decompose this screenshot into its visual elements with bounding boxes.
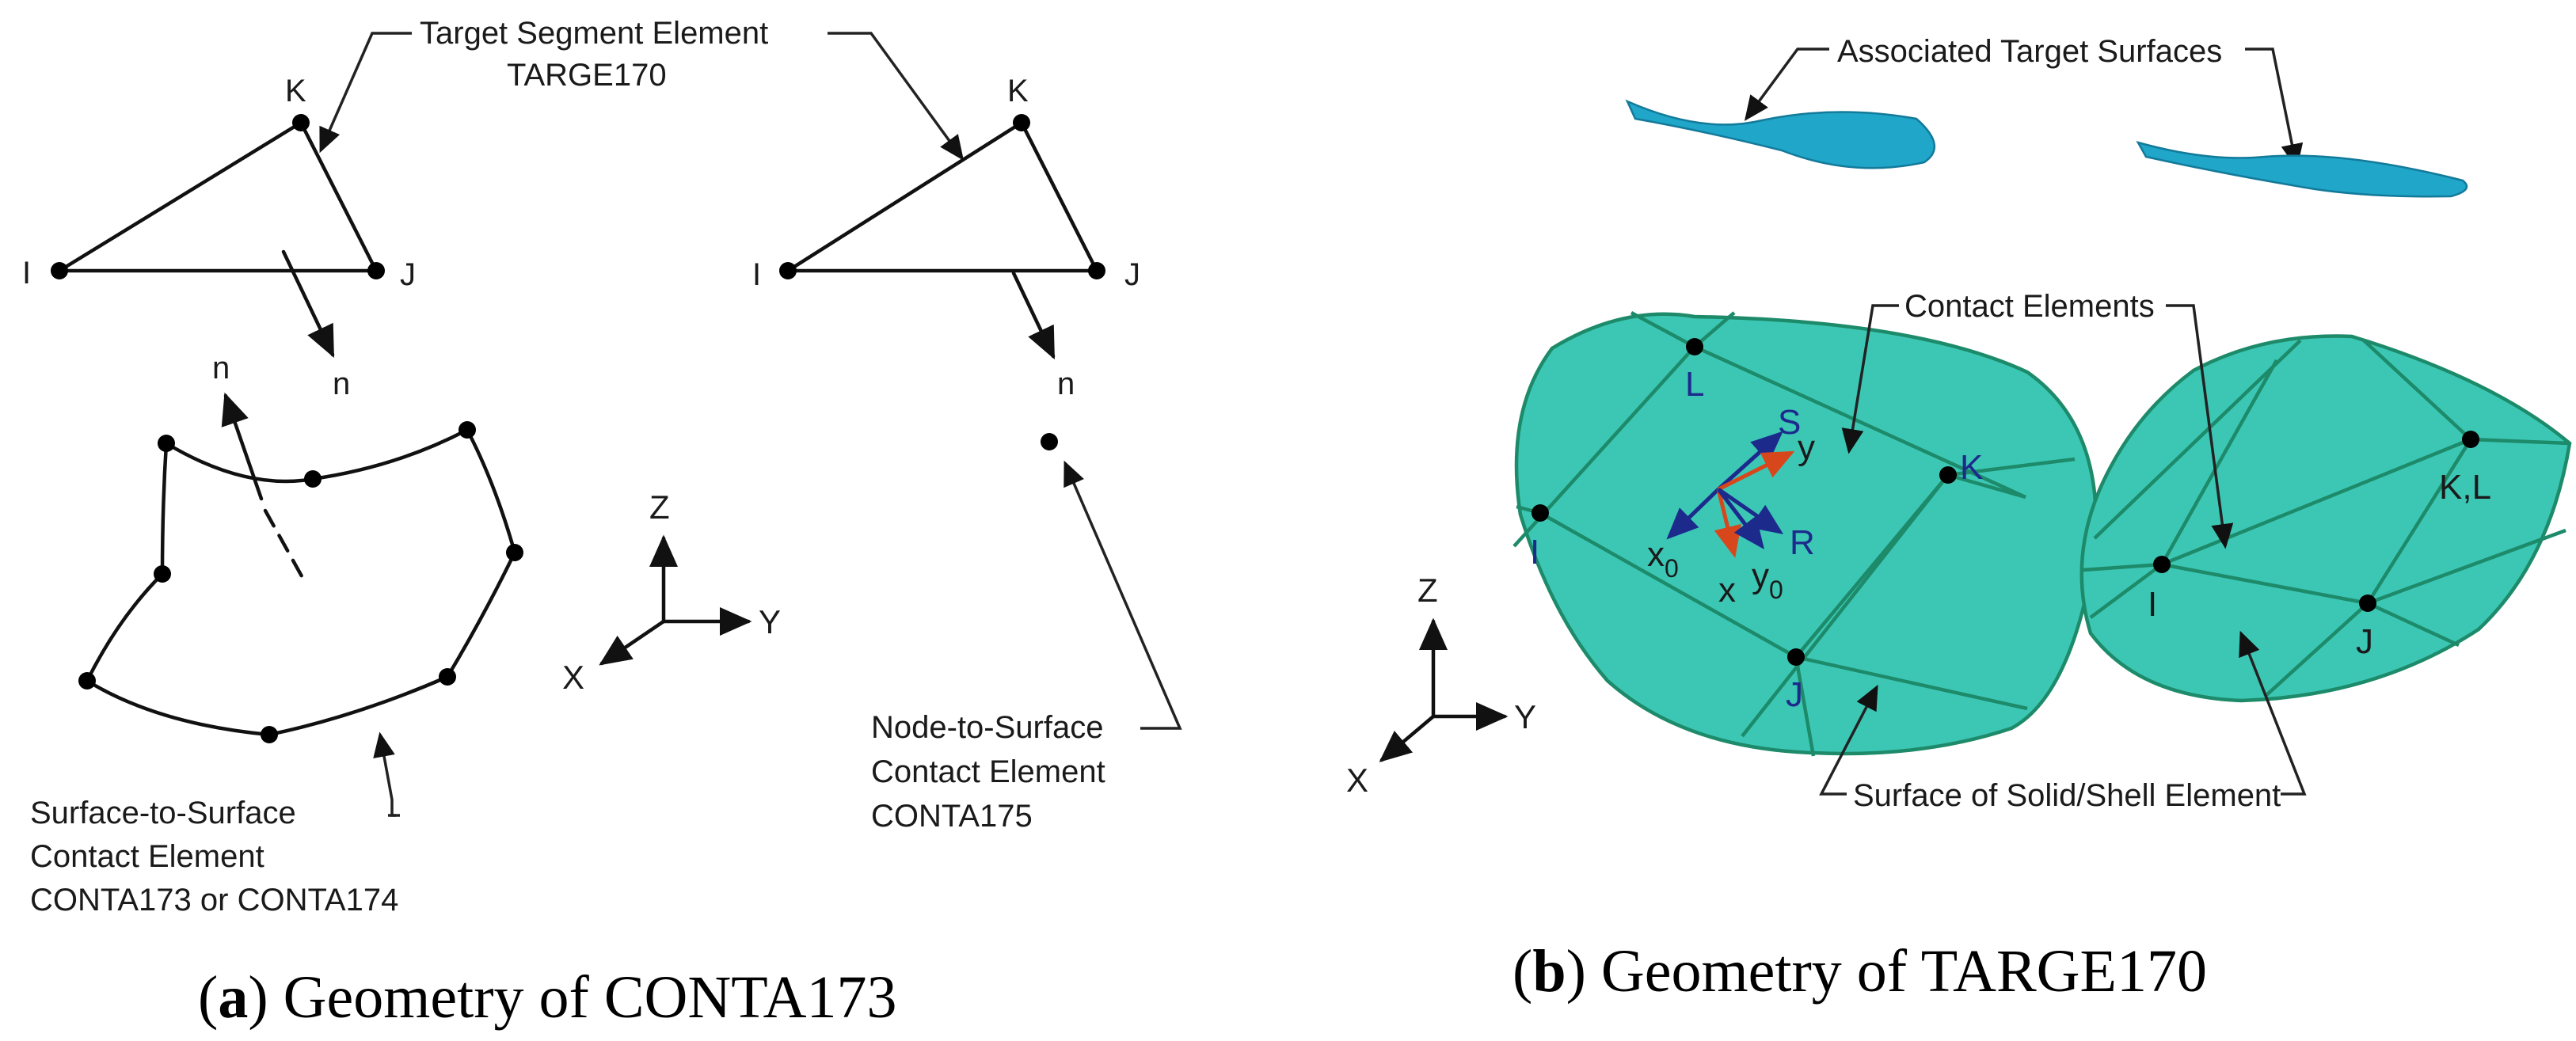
node-l-label: L — [1685, 365, 1704, 404]
solid-shell-surface-label: Surface of Solid/Shell Element — [1853, 778, 2281, 813]
target-surface-right — [2136, 140, 2468, 198]
target-leader-left — [319, 32, 412, 154]
target-triangle-1: K I J n — [22, 74, 416, 401]
node-i-label-b2: I — [2148, 585, 2157, 624]
axis-z-label: Z — [649, 488, 670, 526]
vector-x-label: x — [1718, 571, 1736, 610]
global-axes-a: Z Y X — [562, 488, 781, 696]
n2s-leader — [1064, 460, 1182, 730]
s2s-label-line2: Contact Element — [30, 839, 264, 874]
node-i-label: I — [22, 256, 31, 291]
surface-leader-right — [2239, 630, 2307, 796]
contact-node — [1041, 433, 1058, 450]
surface-to-surface-element: n — [78, 351, 523, 743]
node-i-label-2: I — [752, 257, 761, 292]
vector-y-label: y — [1798, 428, 1815, 467]
axis-y-label: Y — [759, 603, 781, 640]
s2s-label-line1: Surface-to-Surface — [30, 796, 296, 830]
target-surface-left — [1625, 99, 1936, 169]
node-i-label-b: I — [1530, 533, 1539, 572]
surface-leader-left — [1819, 684, 1878, 796]
global-axes-b: Z Y X — [1346, 572, 1536, 799]
axis-y-label-b: Y — [1514, 698, 1536, 735]
panel-a: Target Segment Element TARGE170 K I J n … — [22, 16, 1182, 1031]
normal-arrow-2 — [1011, 271, 1056, 360]
node-j-label-b2: J — [2356, 622, 2373, 661]
node-k-label: K — [285, 74, 306, 108]
vector-y0-label: y0 — [1752, 557, 1783, 604]
vector-r-label: R — [1790, 523, 1815, 562]
normal-n-label: n — [333, 367, 350, 401]
s2s-label-line3: CONTA173 or CONTA174 — [30, 883, 398, 918]
node-kl-label-b2: K,L — [2439, 468, 2491, 507]
contact-leader-left — [1841, 304, 1899, 454]
left-contact-surface: L I J K S y R x0 x y0 — [1512, 311, 2098, 757]
caption-b: (b) Geometry of TARGE170 — [1512, 938, 2207, 1005]
right-contact-surface: I J K,L — [2079, 334, 2572, 703]
n2s-label-line3: CONTA175 — [871, 799, 1033, 834]
node-j-label-b: J — [1786, 675, 1803, 714]
s2s-leader — [373, 731, 396, 817]
contact-leader-right — [2166, 304, 2234, 549]
caption-a: (a) Geometry of CONTA173 — [198, 964, 897, 1031]
target-segment-code: TARGE170 — [507, 58, 667, 93]
axis-z-label-b: Z — [1417, 572, 1438, 609]
normal-arrow — [281, 249, 335, 359]
vector-x0-label: x0 — [1647, 535, 1679, 583]
contact-elements-label: Contact Elements — [1904, 289, 2155, 324]
node-j-label: J — [400, 257, 416, 292]
axis-x-label-b: X — [1346, 762, 1368, 799]
target-triangle-2: K I J n — [752, 74, 1140, 401]
target-segment-label: Target Segment Element — [420, 16, 768, 51]
n2s-label-line1: Node-to-Surface — [871, 710, 1103, 745]
vector-s-label: S — [1778, 403, 1801, 442]
assoc-target-label: Associated Target Surfaces — [1837, 34, 2222, 69]
n2s-label-line2: Contact Element — [871, 754, 1105, 789]
node-k-label-2: K — [1007, 74, 1029, 108]
local-coordinate-vectors: S y R x0 x y0 — [1647, 403, 1815, 610]
node-j-label-2: J — [1124, 257, 1140, 292]
assoc-leader-left — [1744, 47, 1829, 121]
axis-x-label: X — [562, 659, 584, 696]
node-k-label-b: K — [1960, 448, 1983, 487]
normal-n-label-2: n — [1057, 367, 1075, 401]
assoc-leader-right — [2245, 47, 2304, 169]
target-leader-right — [828, 32, 965, 161]
surface-normal-label: n — [212, 351, 230, 386]
panel-b: Associated Target Surfaces — [1346, 34, 2572, 1005]
